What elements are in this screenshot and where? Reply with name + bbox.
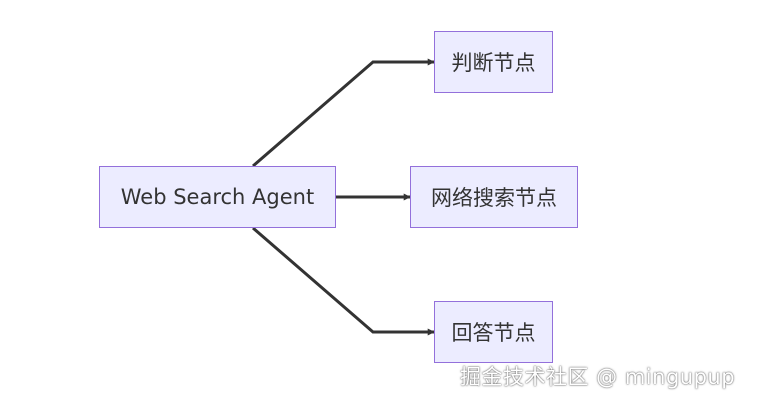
node-judge: 判断节点 [434,31,553,93]
node-label: Web Search Agent [120,185,315,209]
watermark: 掘金技术社区 @ mingupup [460,365,736,389]
node-web-search-agent: Web Search Agent [99,166,336,228]
node-label: 判断节点 [451,51,536,75]
node-answer: 回答节点 [434,301,553,363]
edge-root-to-judge [252,58,435,168]
edge-root-to-answer [252,226,435,336]
node-web-search: 网络搜索节点 [410,166,578,228]
node-label: 网络搜索节点 [431,186,557,210]
node-label: 回答节点 [451,321,536,345]
